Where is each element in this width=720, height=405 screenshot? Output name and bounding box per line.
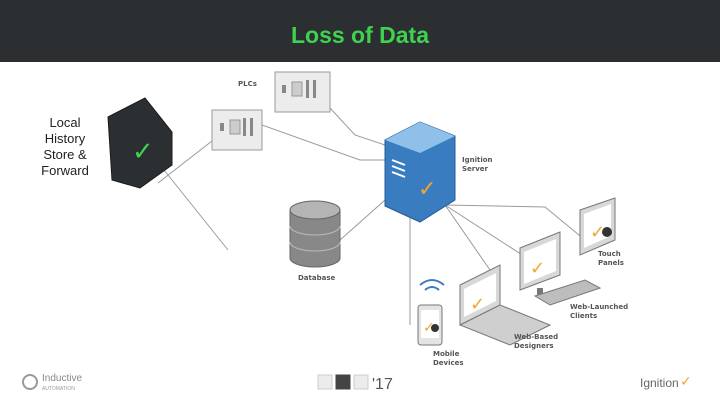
network-diagram: PLCs ✓ ✓ Ignition Server Database ✓ Touc…	[22, 71, 692, 393]
svg-text:✓: ✓	[418, 177, 436, 202]
svg-text:✓: ✓	[423, 320, 435, 336]
web-clients-label-2: Clients	[570, 312, 597, 320]
icc-box-1	[317, 374, 333, 390]
ignition-check-icon: ✓	[680, 374, 692, 390]
slide-title: Loss of Data	[290, 22, 430, 48]
svg-text:✓: ✓	[132, 137, 154, 167]
touch-label-1: Touch	[598, 250, 621, 258]
ignition-server: ✓	[384, 121, 456, 223]
touch-panel: ✓	[579, 197, 616, 256]
web-client-monitor: ✓	[519, 231, 602, 306]
wifi-icon	[424, 286, 440, 291]
designers-label-1: Web-Based	[514, 333, 558, 341]
server-label-2: Server	[462, 165, 489, 173]
icc-year: '17	[372, 376, 393, 393]
touch-label-2: Panels	[598, 259, 624, 267]
svg-text:✓: ✓	[530, 258, 545, 279]
connection-lines	[157, 107, 586, 325]
icc-box-2	[335, 374, 351, 390]
svg-text:✓: ✓	[590, 222, 605, 243]
plcs-label: PLCs	[238, 80, 257, 88]
svg-text:✓: ✓	[470, 294, 485, 315]
web-clients-label-1: Web-Launched	[570, 303, 628, 311]
mobile-label-2: Devices	[433, 359, 464, 367]
local-history-label: Local History Store & Forward	[41, 115, 89, 178]
header-bar	[0, 0, 720, 62]
inductive-logo-icon	[22, 374, 38, 390]
icc-box-3	[353, 374, 369, 390]
inductive-logo-text: Inductive	[42, 373, 82, 384]
mobile-label-1: Mobile	[433, 350, 460, 358]
designers-label-2: Designers	[514, 342, 553, 350]
designer-laptop: ✓	[458, 264, 552, 346]
database-icon	[289, 200, 341, 268]
inductive-logo-subtext: AUTOMATION	[42, 386, 75, 392]
edge-device: ✓	[107, 97, 173, 189]
ignition-logo-text: Ignition	[640, 376, 679, 390]
plc-cabinet-2	[274, 71, 331, 113]
server-label-1: Ignition	[462, 156, 493, 164]
footer: Inductive AUTOMATION '17 Ignition ✓	[22, 373, 692, 393]
database-label: Database	[298, 274, 336, 282]
plc-cabinet-1	[211, 109, 263, 151]
mobile-device: ✓	[417, 279, 445, 346]
